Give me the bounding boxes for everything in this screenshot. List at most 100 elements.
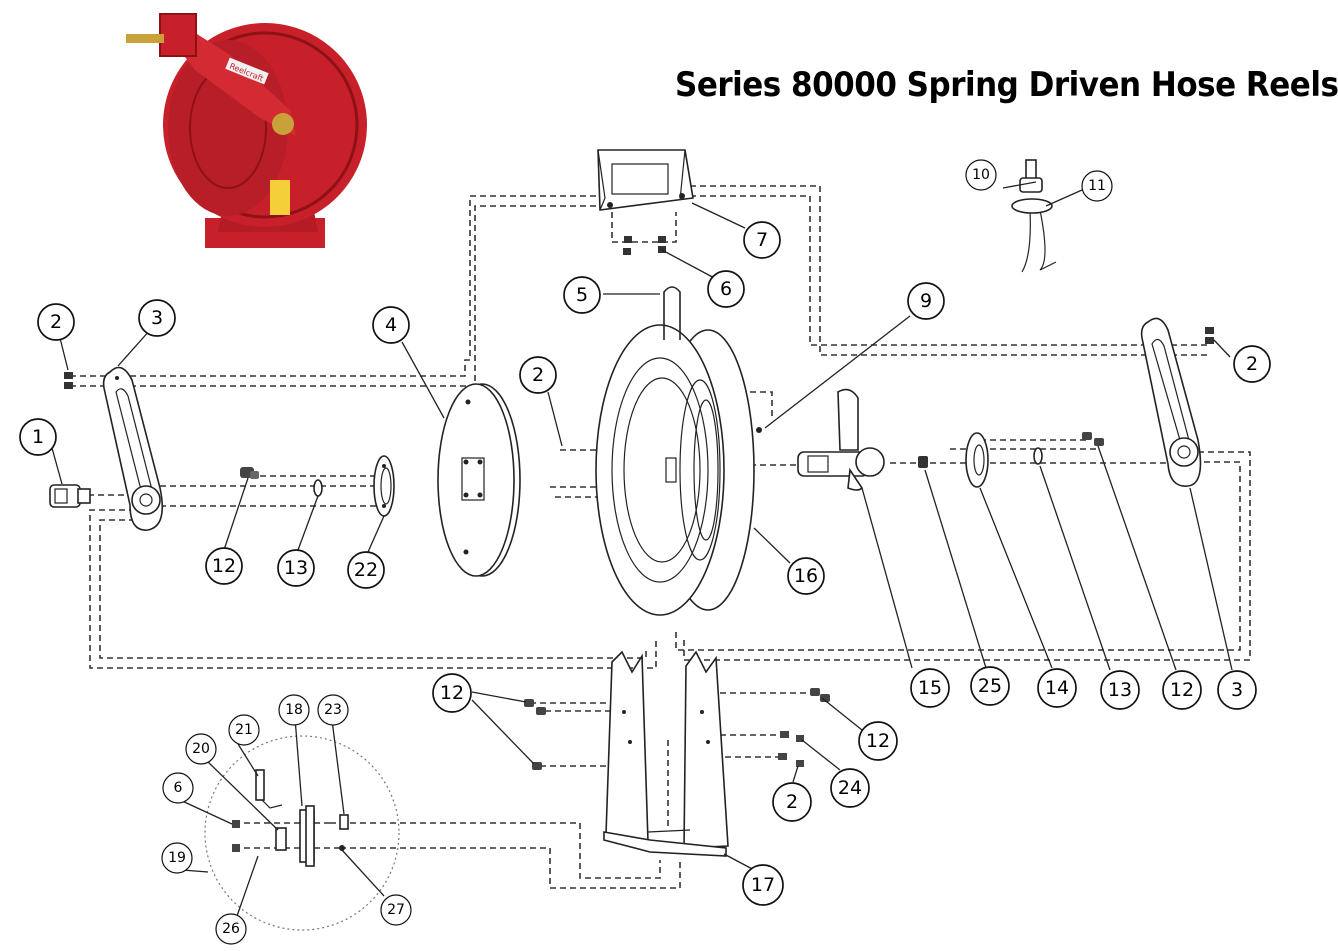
reel-drum-assembly (595, 324, 755, 616)
svg-text:10: 10 (972, 167, 990, 183)
callout-6-detail: 6 (162, 772, 194, 804)
svg-text:26: 26 (222, 921, 240, 937)
washer-left (313, 479, 323, 497)
svg-text:13: 13 (284, 557, 308, 579)
svg-text:2: 2 (50, 311, 62, 333)
callout-24: 24 (830, 768, 870, 808)
reel-arm (172, 22, 296, 136)
base-fasteners (524, 688, 830, 770)
callout-19: 19 (161, 842, 193, 874)
callout-2-base: 2 (772, 782, 812, 822)
exploded-view-drawing: Reelcraft (19, 13, 1271, 945)
svg-text:19: 19 (168, 850, 186, 866)
o-ring-25 (918, 456, 928, 468)
callout-16: 16 (787, 557, 825, 595)
callout-27: 27 (380, 894, 412, 926)
svg-text:2: 2 (1246, 353, 1258, 375)
callout-7: 7 (743, 221, 781, 259)
svg-text:12: 12 (866, 730, 890, 752)
svg-text:5: 5 (576, 284, 588, 306)
hub-nut-left (240, 467, 259, 479)
callout-11: 11 (1081, 170, 1113, 202)
hub-nuts-right (1082, 432, 1104, 446)
spring-housing (437, 383, 521, 577)
swivel-flange (965, 432, 989, 488)
callout-12-base-left: 12 (432, 673, 472, 713)
hose-stop-u-bolt (663, 286, 681, 340)
svg-text:23: 23 (324, 702, 342, 718)
svg-text:1: 1 (32, 426, 44, 448)
mounting-bracket (597, 149, 694, 211)
assembly-dashed-lines (70, 185, 1251, 889)
callout-15: 15 (910, 668, 950, 708)
svg-text:3: 3 (151, 307, 163, 329)
svg-text:12: 12 (1170, 679, 1194, 701)
svg-text:14: 14 (1045, 677, 1069, 699)
callout-26: 26 (215, 913, 247, 945)
callout-6-top: 6 (707, 270, 745, 308)
svg-text:12: 12 (440, 682, 464, 704)
svg-text:21: 21 (235, 722, 253, 738)
reel-bracket (159, 13, 197, 57)
svg-text:2: 2 (532, 364, 544, 386)
callout-3-left: 3 (138, 299, 176, 337)
callout-23: 23 (317, 694, 349, 726)
callout-14: 14 (1037, 668, 1077, 708)
svg-text:16: 16 (794, 565, 818, 587)
svg-text:6: 6 (720, 278, 732, 300)
svg-text:11: 11 (1088, 178, 1106, 194)
callout-12-right: 12 (1162, 670, 1202, 710)
warning-label (270, 180, 290, 215)
svg-text:2: 2 (786, 791, 798, 813)
svg-text:15: 15 (918, 677, 942, 699)
callout-25: 25 (970, 666, 1010, 706)
svg-text:18: 18 (285, 702, 303, 718)
svg-text:25: 25 (978, 675, 1002, 697)
arm-bolts-left (64, 372, 73, 389)
svg-text:24: 24 (838, 777, 862, 799)
parts-diagram: Series 80000 Spring Driven Hose Reels Re… (19, 13, 1338, 945)
callout-17: 17 (742, 864, 784, 906)
brass-inlet (126, 34, 164, 43)
svg-text:20: 20 (192, 741, 210, 757)
callout-20: 20 (185, 733, 217, 765)
callout-9: 9 (907, 282, 945, 320)
callout-13-left: 13 (277, 549, 315, 587)
set-screw (756, 427, 762, 433)
callout-2-top-left: 2 (37, 303, 75, 341)
arm-bolts-right (1205, 327, 1214, 344)
leader-lines (51, 181, 1233, 917)
svg-text:3: 3 (1231, 679, 1243, 701)
callout-3-right: 3 (1217, 670, 1257, 710)
callout-22: 22 (347, 551, 385, 589)
callout-2-right: 2 (1233, 345, 1271, 383)
callout-12-base-right: 12 (858, 721, 898, 761)
callout-21: 21 (228, 714, 260, 746)
svg-text:27: 27 (387, 902, 405, 918)
callout-5: 5 (563, 276, 601, 314)
svg-text:22: 22 (354, 559, 378, 581)
callout-12-left: 12 (205, 547, 243, 585)
svg-text:7: 7 (756, 229, 768, 251)
swivel-assembly (797, 388, 885, 491)
diagram-title: Series 80000 Spring Driven Hose Reels (675, 66, 1338, 105)
callout-2-center: 2 (519, 356, 557, 394)
right-reel-arm (1140, 317, 1202, 487)
swivel-inlet-fitting (49, 484, 91, 508)
callout-10: 10 (965, 159, 997, 191)
svg-text:9: 9 (920, 290, 932, 312)
left-reel-arm (102, 366, 164, 531)
callout-13-right: 13 (1100, 670, 1140, 710)
brass-swivel (272, 113, 294, 135)
callout-1: 1 (19, 418, 57, 456)
hose-with-bumper (1011, 159, 1057, 273)
svg-text:12: 12 (212, 555, 236, 577)
ratchet-detail-view (204, 735, 400, 931)
bracket-bolts (623, 236, 666, 255)
washer-right (1033, 447, 1043, 465)
svg-text:13: 13 (1108, 679, 1132, 701)
svg-text:4: 4 (385, 314, 397, 336)
svg-text:6: 6 (174, 780, 183, 796)
callout-4: 4 (372, 306, 410, 344)
drive-flange (373, 455, 395, 517)
